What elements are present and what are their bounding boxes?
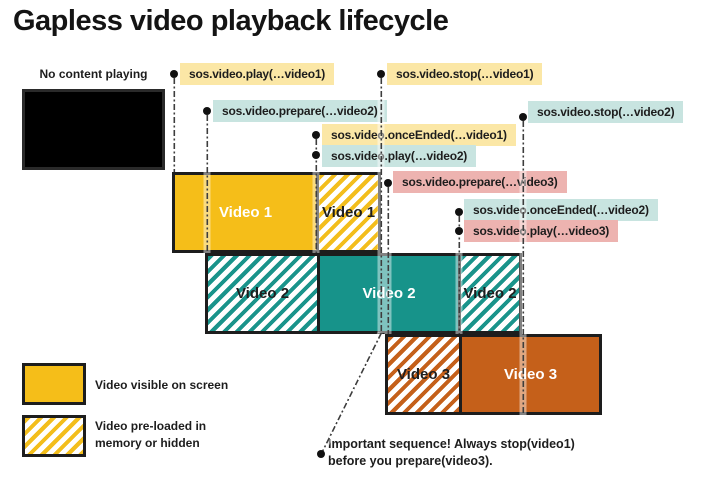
event-dot-play-video2 xyxy=(312,151,320,159)
legend-swatch-visible xyxy=(22,363,86,405)
legend-label-preloaded: Video pre-loaded in memory or hidden xyxy=(95,418,206,452)
event-dot-prepare-video3 xyxy=(384,179,392,187)
video3-bar: Video 3 Video 3 xyxy=(385,334,602,415)
event-label-onceended-video2: sos.video.onceEnded(…video2) xyxy=(464,199,658,221)
note-line2: before you prepare(video3). xyxy=(328,454,493,468)
event-line-play-video2 xyxy=(312,139,320,253)
note-line1: Important sequence! Always stop(video1) xyxy=(328,437,575,451)
event-dot-play-video1 xyxy=(170,70,178,78)
event-line-stop-video2 xyxy=(519,121,527,415)
video1-preloaded-segment: Video 1 xyxy=(316,175,378,250)
event-dot-stop-video1 xyxy=(377,70,385,78)
page-title: Gapless video playback lifecycle xyxy=(13,5,449,37)
video2-preloaded-in-segment: Video 2 xyxy=(208,256,317,331)
event-line-play-video3 xyxy=(455,216,463,334)
event-dot-stop-video2 xyxy=(519,113,527,121)
event-dot-onceended-video2 xyxy=(455,208,463,216)
video3-visible-segment: Video 3 xyxy=(459,337,599,412)
event-dot-play-video3 xyxy=(455,227,463,235)
event-label-onceended-video1: sos.video.onceEnded(…video1) xyxy=(322,124,516,146)
important-sequence-note: Important sequence! Always stop(video1) … xyxy=(328,436,575,470)
event-label-play-video2: sos.video.play(…video2) xyxy=(322,145,477,167)
blank-screen xyxy=(22,89,165,170)
video3-preloaded-segment: Video 3 xyxy=(388,337,459,412)
event-label-prepare-video2: sos.video.prepare(…video2) xyxy=(213,100,387,122)
video2-bar: Video 2 Video 2 Video 2 xyxy=(205,253,522,334)
event-line-prepare-video2 xyxy=(203,115,211,253)
event-label-play-video3: sos.video.play(…video3) xyxy=(464,220,619,242)
legend-label-preloaded-line1: Video pre-loaded in xyxy=(95,419,207,433)
event-line-prepare-video3 xyxy=(384,187,392,334)
event-label-play-video1: sos.video.play(…video1) xyxy=(180,63,335,85)
legend-label-preloaded-line2: memory or hidden xyxy=(95,436,200,450)
event-dot-onceended-video1 xyxy=(312,131,320,139)
legend-swatch-preloaded xyxy=(22,415,86,457)
video1-visible-segment: Video 1 xyxy=(175,175,316,250)
event-label-prepare-video3: sos.video.prepare(…video3) xyxy=(393,171,567,193)
no-content-label: No content playing xyxy=(39,67,148,81)
event-line-stop-video1 xyxy=(377,78,385,333)
note-dot xyxy=(317,450,325,458)
video2-preloaded-out-segment: Video 2 xyxy=(458,256,519,331)
event-label-stop-video1: sos.video.stop(…video1) xyxy=(387,63,543,85)
event-dot-prepare-video2 xyxy=(203,107,211,115)
legend-label-visible: Video visible on screen xyxy=(95,378,229,392)
event-label-stop-video2: sos.video.stop(…video2) xyxy=(528,101,684,123)
event-line-play-video1 xyxy=(170,78,178,172)
